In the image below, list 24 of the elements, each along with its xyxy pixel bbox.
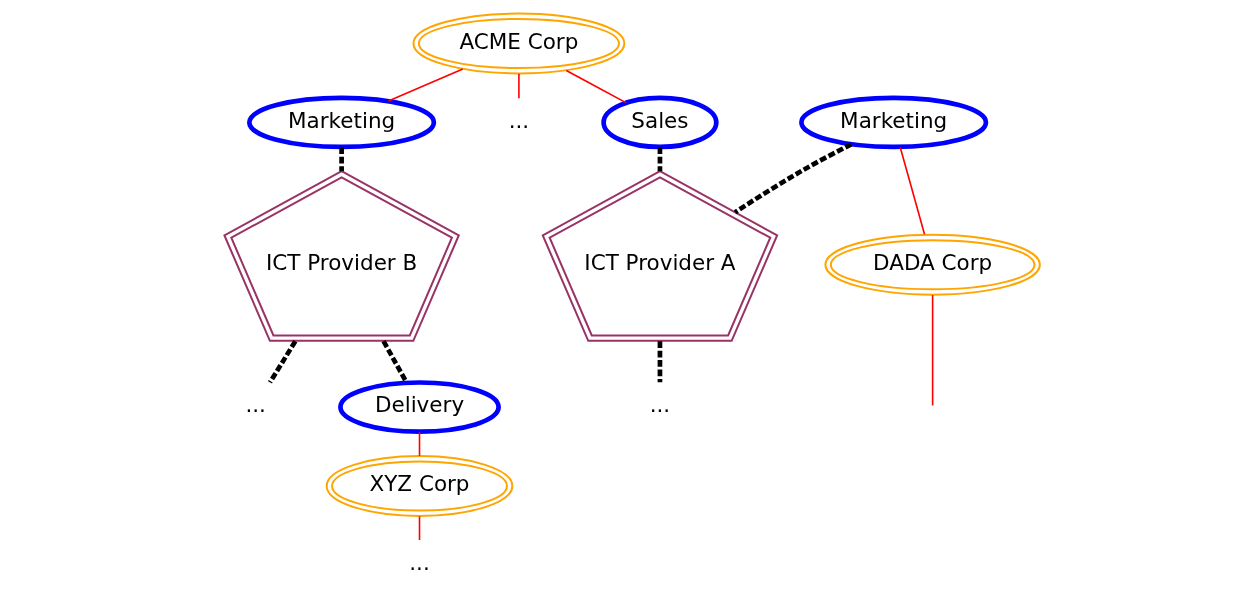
node-ellipse: Marketing: [246, 95, 436, 150]
connector: [338, 147, 344, 172]
node-ellipse: ACME Corp: [411, 12, 625, 75]
connector: [898, 146, 925, 236]
connector: [267, 339, 297, 384]
connector: [657, 147, 662, 172]
node-text: ...: [408, 549, 430, 575]
connector: [418, 515, 420, 541]
connector: [733, 142, 852, 215]
connector: [380, 340, 409, 384]
node-text: ...: [508, 107, 529, 133]
node-text: ...: [649, 392, 670, 418]
node-text: ...: [244, 392, 266, 418]
node-ellipse: Delivery: [337, 380, 501, 434]
node-ellipse: XYZ Corp: [325, 455, 513, 517]
node-ellipse: Marketing: [798, 95, 988, 150]
node-ellipse: DADA Corp: [823, 233, 1041, 296]
connector: [931, 294, 933, 407]
connector: [517, 72, 520, 99]
connector: [418, 431, 420, 457]
connector: [657, 341, 662, 383]
connector: [387, 68, 464, 102]
node-ellipse: Sales: [600, 95, 719, 150]
connector: [564, 69, 627, 104]
